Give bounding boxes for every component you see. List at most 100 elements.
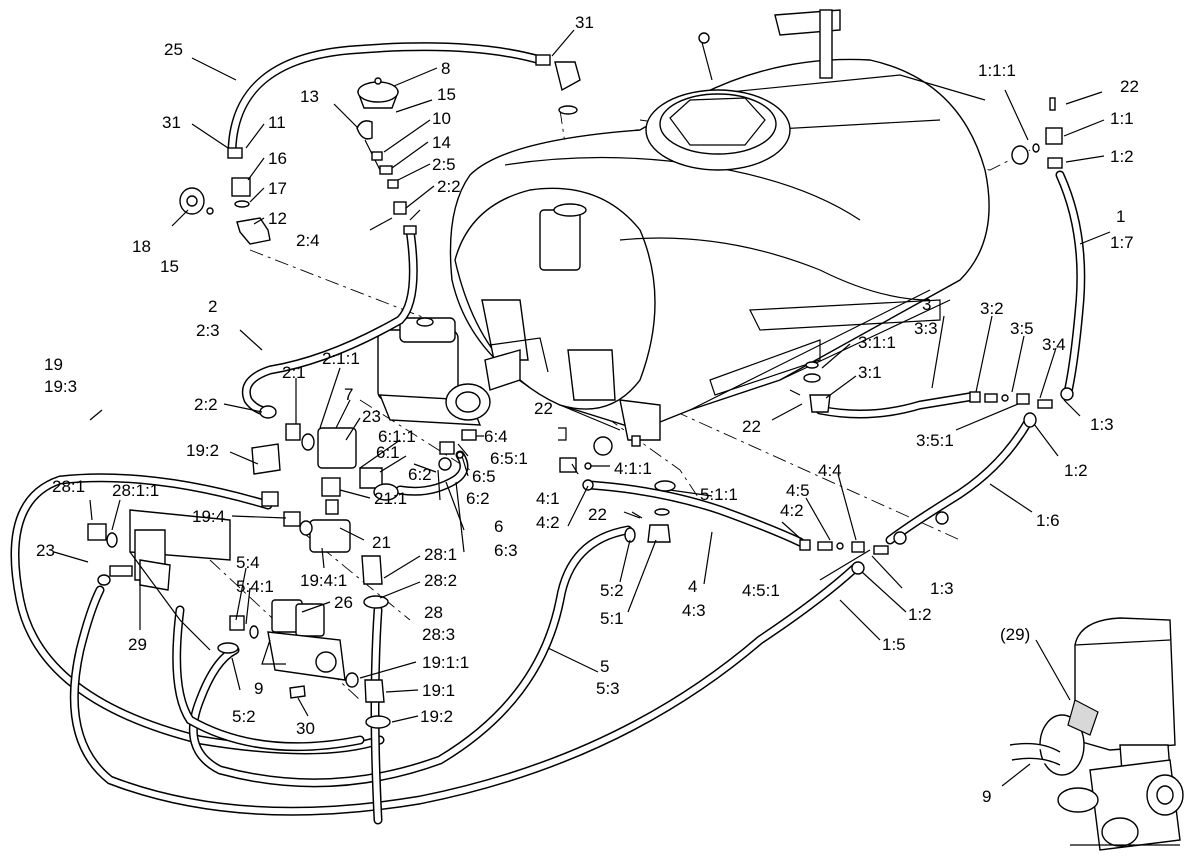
label-1-6: 1:6 (1036, 511, 1060, 530)
label-2-4: 2:4 (296, 231, 320, 250)
hose-1-5 (69, 563, 860, 816)
label-2-2-mid: 2:2 (194, 395, 218, 414)
label-3: 3 (922, 295, 931, 314)
label-21-1: 21:1 (374, 489, 407, 508)
label-9-detail: 9 (982, 787, 991, 806)
label-26: 26 (334, 593, 353, 612)
label-2-1-1: 2:1:1 (322, 349, 360, 368)
label-6-1-1: 6:1:1 (378, 427, 416, 446)
label-4-1: 4:1 (536, 489, 560, 508)
label-28-1-l: 28:1 (52, 477, 85, 496)
leader-lines (53, 29, 1111, 787)
label-1-2-low: 1:2 (908, 605, 932, 624)
label-19-3: 19:3 (44, 377, 77, 396)
fittings (179, 54, 1074, 729)
label-5: 5 (600, 657, 609, 676)
label-1-2-mid: 1:2 (1064, 461, 1088, 480)
label-4: 4 (688, 577, 697, 596)
label-1-3-top: 1:3 (1090, 415, 1114, 434)
label-8: 8 (441, 59, 450, 78)
label-19: 19 (44, 355, 63, 374)
label-4-2a: 4:2 (536, 513, 560, 532)
label-19-1-1: 19:1:1 (422, 653, 469, 672)
label-3-5: 3:5 (1010, 319, 1034, 338)
label-22-tr: 22 (1120, 77, 1139, 96)
label-5-2-l: 5:2 (232, 707, 256, 726)
label-1-3-low: 1:3 (930, 579, 954, 598)
hose-25 (227, 42, 545, 155)
label-3-4: 3:4 (1042, 335, 1066, 354)
label-22-mid: 22 (534, 399, 553, 418)
label-6-1: 6:1 (376, 443, 400, 462)
label-2: 2 (208, 297, 217, 316)
label-19-4: 19:4 (192, 507, 225, 526)
label-22-r: 22 (742, 417, 761, 436)
label-1-7: 1:7 (1110, 233, 1134, 252)
label-4-5-1: 4:5:1 (742, 581, 780, 600)
label-3-1: 3:1 (858, 363, 882, 382)
hose-28 (370, 605, 383, 825)
label-6-3: 6:3 (494, 541, 518, 560)
label-4-3: 4:3 (682, 601, 706, 620)
label-28-1-r: 28:1 (424, 545, 457, 564)
label-5-3: 5:3 (596, 679, 620, 698)
label-14: 14 (432, 133, 451, 152)
label-5-4: 5:4 (236, 553, 260, 572)
label-23-mid: 23 (362, 407, 381, 426)
label-5-2-r: 5:2 (600, 581, 624, 600)
label-3-3: 3:3 (914, 319, 938, 338)
label-3-5-1: 3:5:1 (916, 431, 954, 450)
valve-block-29 (87, 509, 231, 651)
detail-view-29 (1009, 617, 1184, 851)
label-3-2: 3:2 (980, 299, 1004, 318)
label-25: 25 (164, 40, 183, 59)
label-16: 16 (268, 149, 287, 168)
label-1-5: 1:5 (882, 635, 906, 654)
label-5-4-1: 5:4:1 (236, 577, 274, 596)
label-18: 18 (132, 237, 151, 256)
label-1-1: 1:1 (1110, 109, 1134, 128)
spray-tank (449, 9, 990, 441)
label-31-left: 31 (162, 113, 181, 132)
label-1-2-top: 1:2 (1110, 147, 1134, 166)
label-4-4: 4:4 (818, 461, 842, 480)
label-11: 11 (268, 113, 286, 132)
label-1: 1 (1116, 207, 1125, 226)
label-30: 30 (296, 719, 315, 738)
part-labels: 31 25 8 13 15 31 11 10 14 16 2:5 17 2:2 … (36, 13, 1139, 806)
label-19-4-1: 19:4:1 (300, 571, 347, 590)
label-28-3: 28:3 (422, 625, 455, 644)
label-28-2: 28:2 (424, 571, 457, 590)
label-15-top: 15 (437, 85, 456, 104)
label-9-mid: 9 (254, 679, 263, 698)
label-29: 29 (128, 635, 147, 654)
label-23-left: 23 (36, 541, 55, 560)
label-21: 21 (372, 533, 391, 552)
label-4-5: 4:5 (786, 481, 810, 500)
label-19-2-low: 19:2 (420, 707, 453, 726)
label-2-5: 2:5 (432, 155, 456, 174)
hose-1 (1055, 170, 1086, 397)
label-12: 12 (268, 209, 287, 228)
label-19-1: 19:1 (422, 681, 455, 700)
label-6-5-1: 6:5:1 (490, 449, 528, 468)
label-22-low: 22 (588, 505, 607, 524)
label-2-3: 2:3 (196, 321, 220, 340)
label-10: 10 (432, 109, 451, 128)
hose-5 (188, 525, 633, 788)
label-4-2b: 4:2 (780, 501, 804, 520)
solenoid-valves-26 (217, 599, 346, 699)
label-5-1: 5:1 (600, 609, 624, 628)
label-5-1-1: 5:1:1 (700, 485, 738, 504)
hose-2 (241, 225, 418, 417)
label-29-paren: (29) (1000, 625, 1030, 644)
label-6-2a: 6:2 (408, 465, 432, 484)
label-7: 7 (344, 385, 353, 404)
label-15-left: 15 (160, 257, 179, 276)
label-3-1-1: 3:1:1 (858, 333, 896, 352)
label-6-4: 6:4 (484, 427, 508, 446)
label-13: 13 (300, 87, 319, 106)
label-6-2b: 6:2 (466, 489, 490, 508)
label-6: 6 (494, 517, 503, 536)
